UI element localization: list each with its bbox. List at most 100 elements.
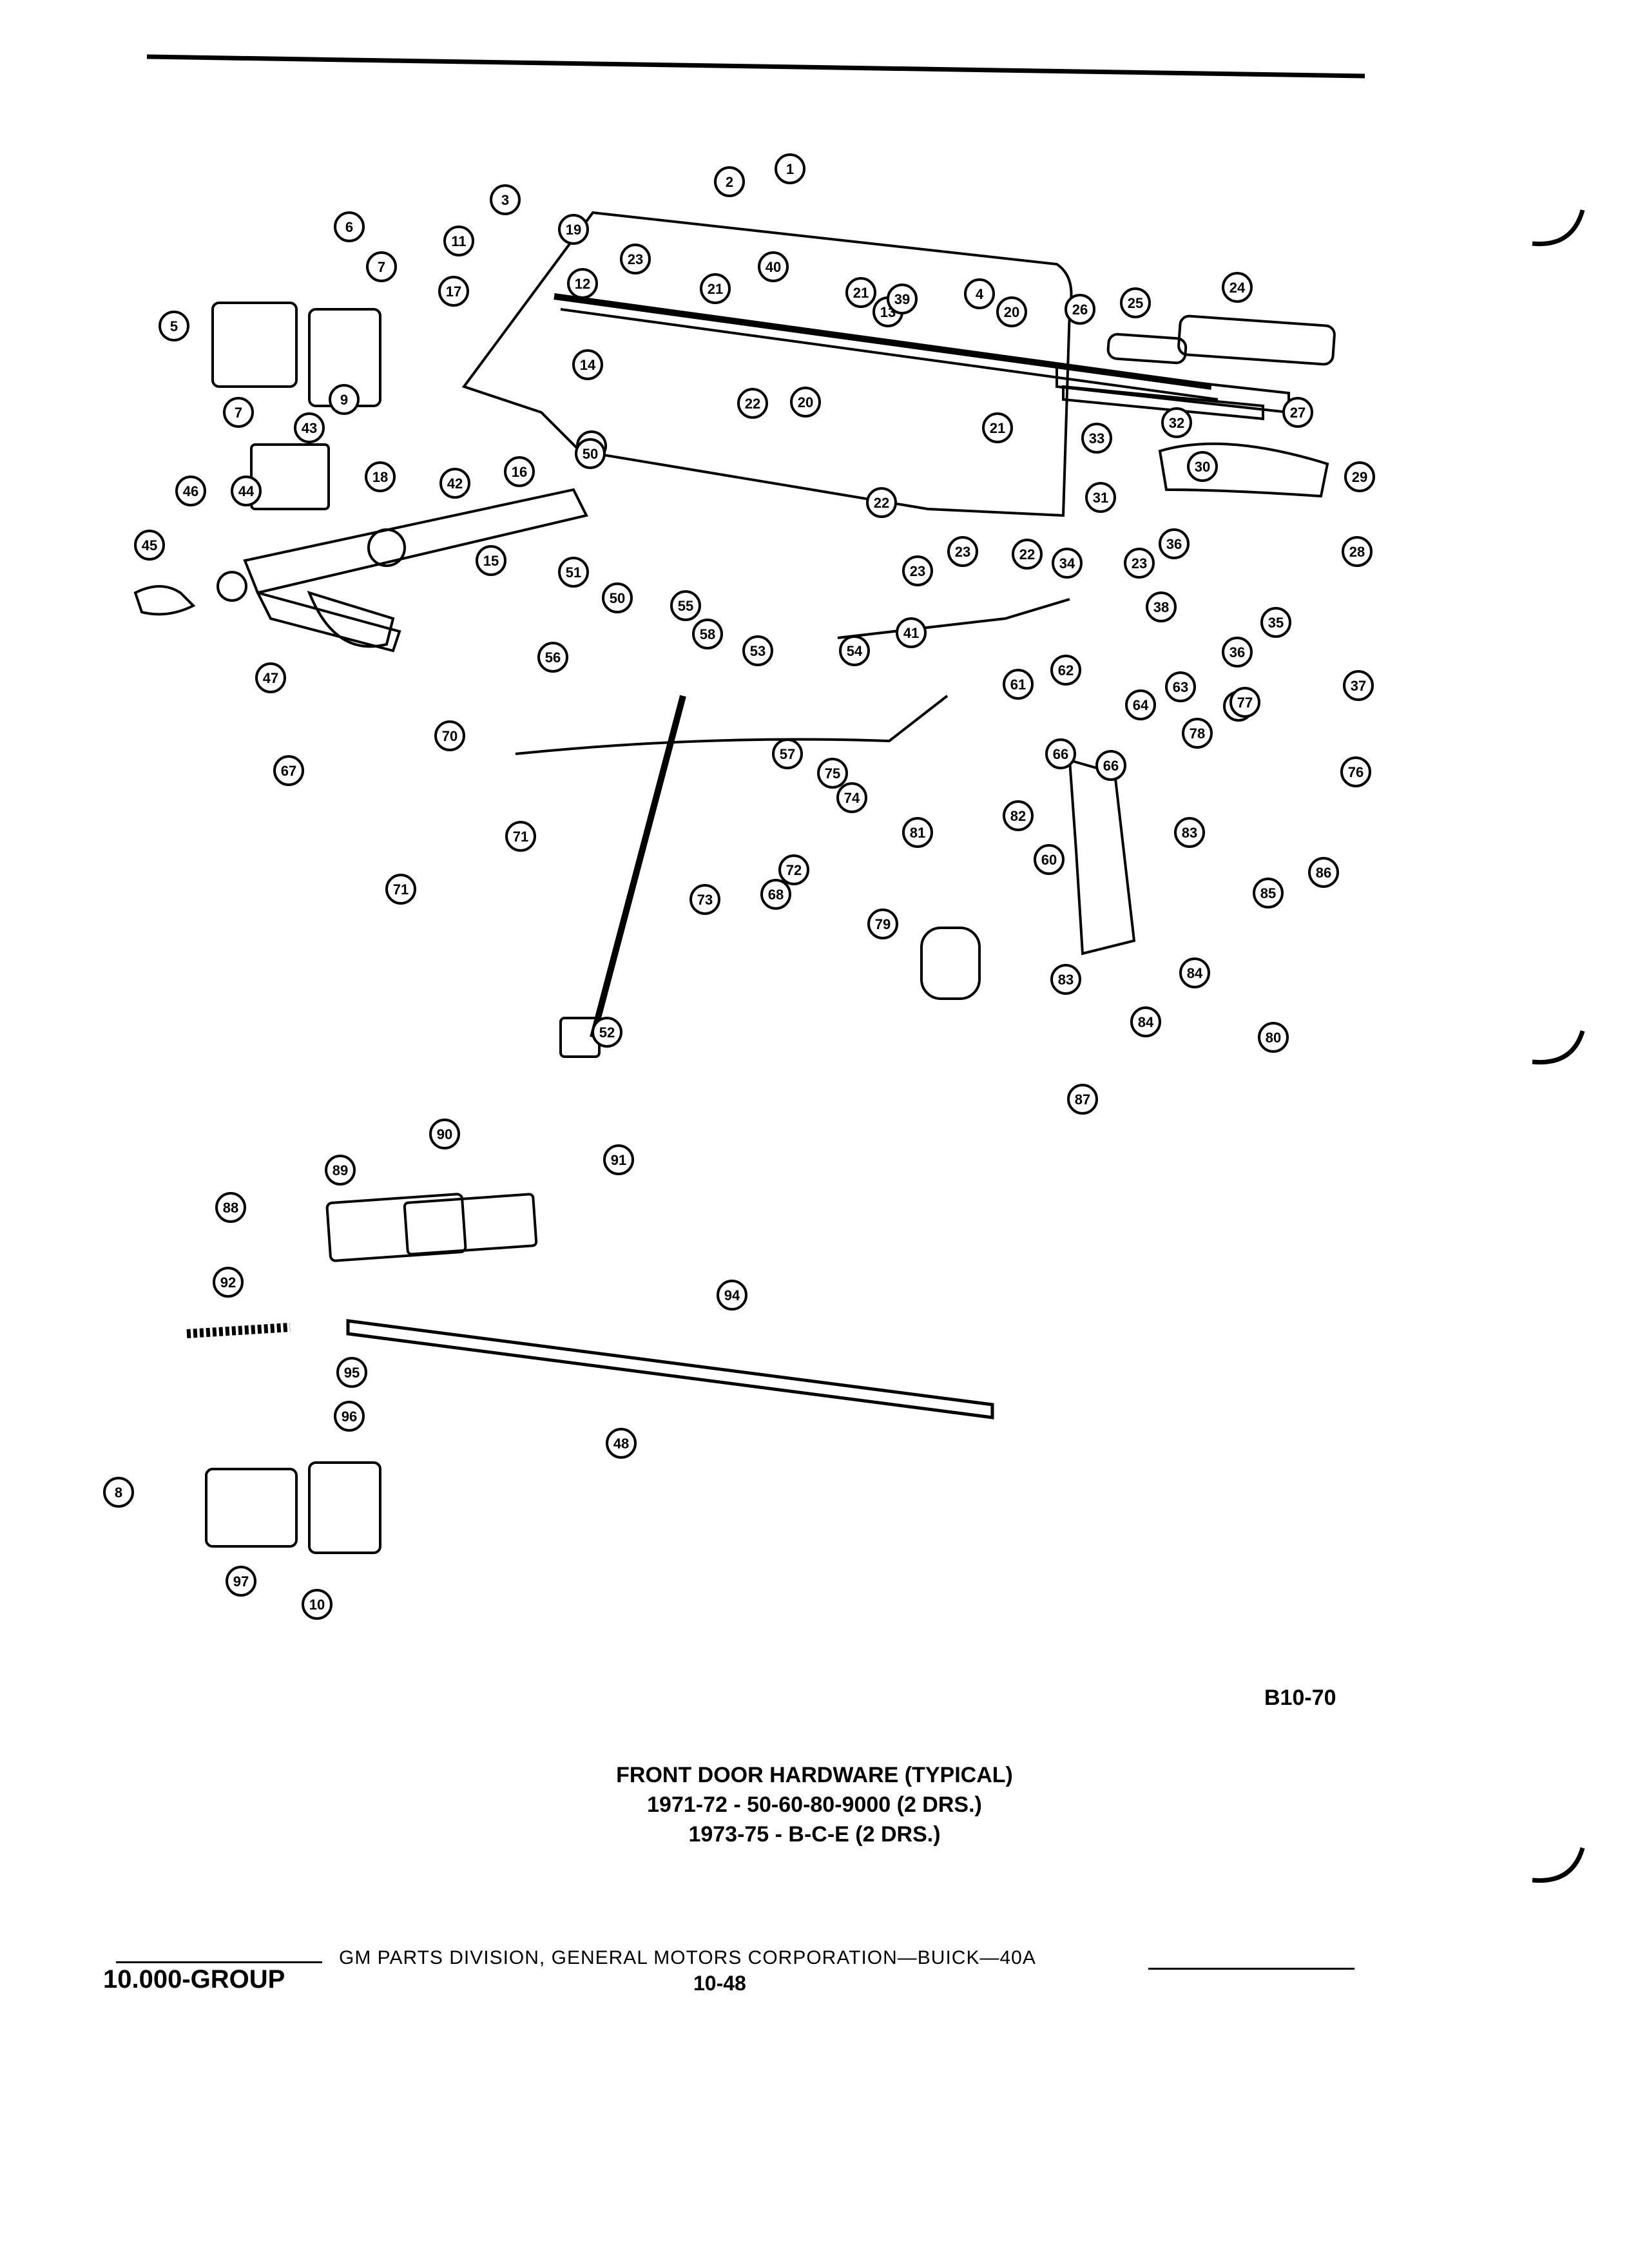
callout-label: 54 [847,643,863,659]
callout-80: 80 [1258,1022,1289,1053]
callout-71: 71 [505,821,536,852]
callout-46: 46 [175,476,206,506]
callout-83: 83 [1050,964,1081,995]
callout-27: 27 [1282,397,1313,428]
top-rule [146,54,1365,79]
binder-mark [1532,1847,1585,1883]
callout-label: 23 [955,544,970,560]
callout-label: 46 [183,483,198,499]
caption-title: FRONT DOOR HARDWARE (TYPICAL) [616,1763,1013,1787]
callout-label: 8 [115,1485,122,1501]
callout-23: 23 [902,555,933,586]
upper-hinge [211,302,298,388]
binder-mark [1532,209,1585,247]
callout-68: 68 [760,879,791,910]
callout-label: 12 [575,276,590,292]
callout-label: 76 [1348,764,1364,780]
callout-7: 7 [366,251,397,282]
callout-label: 91 [611,1152,626,1168]
callout-label: 23 [628,251,643,267]
callout-6: 6 [334,211,365,242]
callout-label: 43 [302,420,317,436]
spring [186,1323,291,1338]
callout-label: 80 [1266,1030,1281,1046]
callout-label: 64 [1133,697,1149,713]
lower-hinge [308,1461,381,1554]
callout-43: 43 [294,412,325,443]
callout-72: 72 [778,854,809,885]
callout-label: 97 [233,1573,249,1590]
callout-29: 29 [1344,461,1375,492]
callout-label: 81 [910,825,925,841]
callout-71: 71 [385,874,416,905]
callout-label: 10 [309,1597,325,1613]
callout-label: 22 [874,495,889,511]
callout-21: 21 [982,412,1013,443]
callout-94: 94 [717,1280,747,1311]
callout-label: 20 [798,394,813,410]
callout-34: 34 [1052,548,1083,579]
callout-57: 57 [772,738,803,769]
callout-label: 21 [853,285,869,301]
callout-label: 94 [724,1287,740,1303]
callout-22: 22 [866,487,897,518]
callout-17: 17 [438,276,469,307]
door-latch [1068,758,1136,956]
callout-label: 1 [786,161,794,177]
callout-label: 42 [447,476,463,492]
callout-label: 35 [1268,615,1284,631]
callout-14: 14 [572,349,603,380]
callout-label: 45 [142,537,157,553]
callout-label: 44 [238,483,255,499]
callout-37: 37 [1343,670,1374,701]
callout-76: 76 [1340,756,1371,787]
callout-50: 50 [575,438,606,469]
callout-label: 33 [1089,430,1104,447]
callout-label: 26 [1072,302,1088,318]
callout-36: 36 [1159,528,1190,559]
callout-16: 16 [504,456,535,487]
callout-5: 5 [159,311,189,341]
panel-housing [403,1193,538,1256]
callout-label: 95 [344,1365,360,1381]
outside-handle [1177,314,1336,366]
callout-label: 73 [697,892,713,908]
footer-rule-right [1148,1968,1354,1970]
callout-67: 67 [273,755,304,786]
callout-8: 8 [103,1477,134,1508]
callout-label: 11 [451,233,466,249]
callout-18: 18 [365,461,396,492]
callout-label: 27 [1290,405,1306,421]
callout-56: 56 [537,642,568,673]
callout-53: 53 [742,635,773,666]
callout-32: 32 [1161,407,1192,438]
callout-91: 91 [603,1144,634,1175]
callout-66: 66 [1095,750,1126,781]
control-rod [837,598,1070,639]
window-regulator [243,488,588,595]
callout-70: 70 [434,720,465,751]
callout-label: 19 [566,222,581,238]
callout-label: 52 [599,1024,615,1041]
callout-87: 87 [1067,1084,1098,1115]
callout-label: 78 [1190,726,1205,742]
callout-89: 89 [325,1155,356,1186]
callout-label: 39 [894,291,910,307]
callout-label: 56 [545,649,561,666]
callout-label: 14 [580,357,596,373]
callout-45: 45 [134,530,165,561]
callout-label: 48 [613,1436,629,1452]
callout-label: 22 [745,396,760,412]
callout-label: 75 [825,765,840,782]
callout-label: 21 [708,281,723,297]
callout-label: 96 [342,1408,357,1425]
glass-run-channel [560,308,1219,401]
parts-drawing [133,211,1336,1554]
callout-44: 44 [231,476,262,506]
callout-96: 96 [334,1401,365,1432]
callout-label: 34 [1059,555,1075,572]
callout-84: 84 [1179,957,1210,988]
callout-28: 28 [1342,536,1373,567]
control-rod [515,695,949,755]
